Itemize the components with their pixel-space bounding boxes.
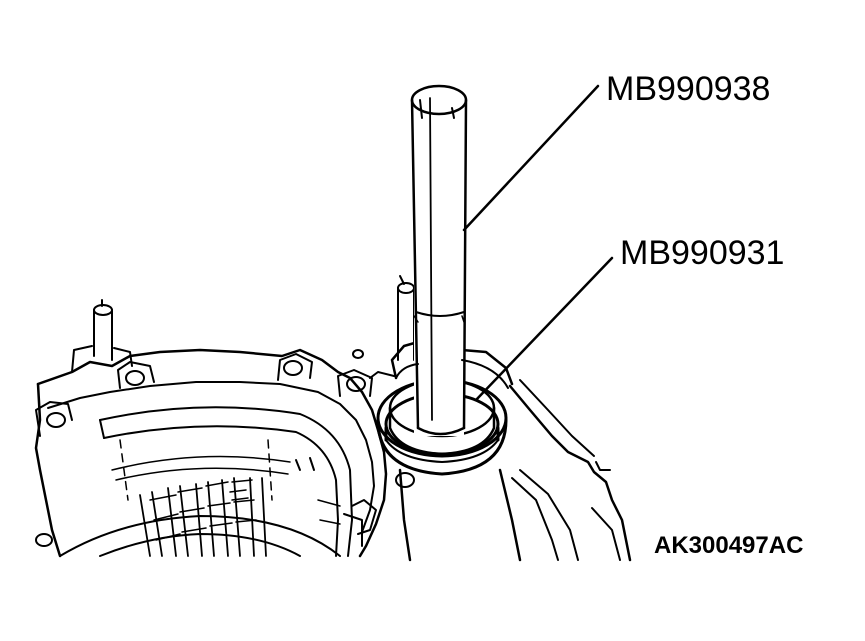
leader-mb990938 — [462, 84, 600, 232]
figure-code: AK300497AC — [654, 532, 804, 559]
seal-housing — [352, 84, 632, 562]
callout-label-mb990931: MB990931 — [620, 234, 785, 272]
transmission-case — [34, 299, 415, 558]
leader-mb990931 — [474, 256, 614, 402]
callout-label-mb990938: MB990938 — [606, 70, 771, 108]
installer-handle-mb990938 — [410, 84, 468, 436]
callout-leaders — [462, 84, 614, 402]
